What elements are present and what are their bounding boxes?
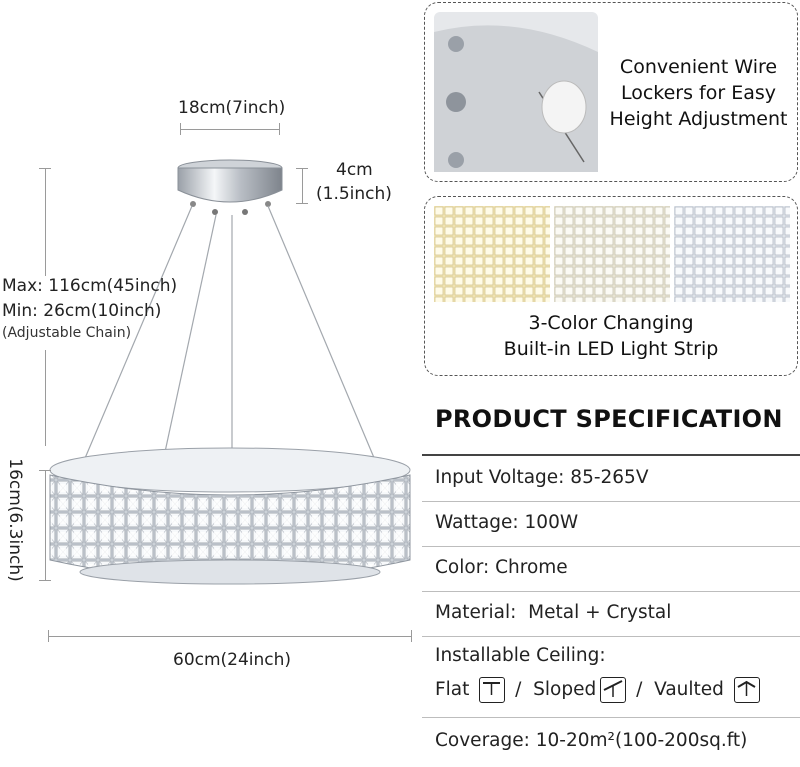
- flat-ceiling-icon: [479, 677, 506, 703]
- led-strip-panel: 3-Color Changing Built-in LED Light Stri…: [424, 196, 798, 376]
- chain-max-label: Max: 116cm(45inch): [2, 276, 178, 296]
- spec-wattage: Wattage: 100W: [435, 512, 579, 533]
- chain-min-label: Min: 26cm(10inch): [2, 301, 162, 321]
- cool-light-photo: [674, 206, 790, 302]
- sloped-ceiling-icon: [600, 677, 627, 703]
- canopy-width-label: 18cm(7inch): [178, 98, 286, 118]
- wire-lockers-line-3: Height Adjustment: [609, 108, 788, 130]
- ceiling-vaulted-label: Vaulted: [654, 679, 724, 700]
- spec-ceiling-label: Installable Ceiling:: [435, 645, 606, 666]
- spec-color: Color: Chrome: [435, 557, 568, 578]
- body-width-label: 60cm(24inch): [173, 650, 292, 670]
- led-strip-line-1: 3-Color Changing: [528, 312, 694, 334]
- canopy-height-inch-label: (1.5inch): [316, 184, 392, 204]
- spec-ceiling-types: Flat / Sloped / Vaulted: [435, 677, 764, 703]
- wire-lockers-panel: Convenient Wire Lockers for Easy Height …: [424, 2, 798, 182]
- spec-voltage: Input Voltage: 85-265V: [435, 467, 649, 488]
- wire-lockers-line-1: Convenient Wire: [619, 56, 778, 78]
- ceiling-flat-label: Flat: [435, 679, 470, 700]
- led-strip-line-2: Built-in LED Light Strip: [503, 338, 719, 360]
- spec-coverage: Coverage: 10-20m²(100-200sq.ft): [435, 730, 748, 751]
- ceiling-sloped-label: Sloped: [533, 679, 597, 700]
- neutral-light-photo: [554, 206, 670, 302]
- color-temperature-photos: [434, 206, 790, 302]
- chain-note-label: (Adjustable Chain): [2, 325, 132, 341]
- vaulted-ceiling-icon: [733, 677, 760, 703]
- canopy-height-label: 4cm: [336, 160, 373, 180]
- spec-material: Material: Metal + Crystal: [435, 602, 672, 623]
- wire-locker-photo: [434, 12, 598, 172]
- warm-light-photo: [434, 206, 550, 302]
- body-height-label: 16cm(6.3inch): [5, 458, 25, 582]
- chandelier-illustration: [49, 159, 411, 585]
- spec-title: PRODUCT SPECIFICATION: [435, 405, 783, 433]
- wire-lockers-line-2: Lockers for Easy: [620, 82, 777, 104]
